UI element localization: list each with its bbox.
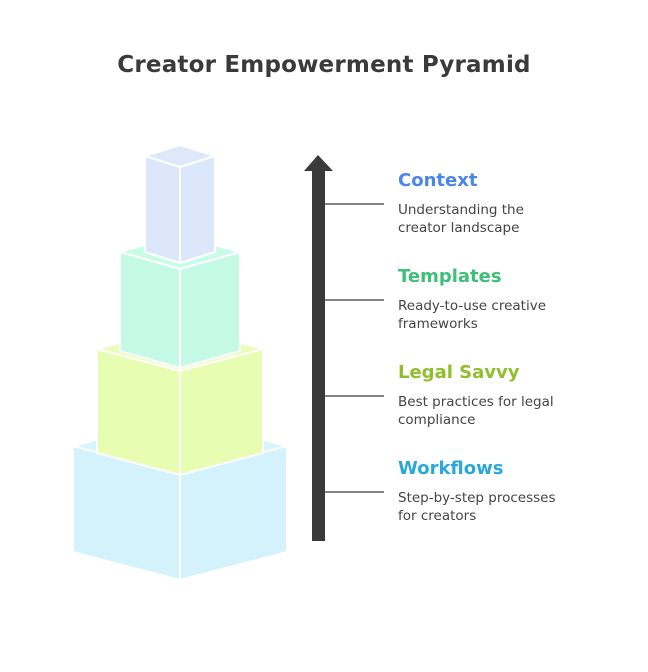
arrow-head-icon xyxy=(304,155,333,171)
block-legal-savvy-left-face xyxy=(96,347,181,477)
block-templates-left-face xyxy=(119,250,181,370)
level-legal-savvy: Legal Savvy Best practices for legal com… xyxy=(398,362,628,429)
diagram-title: Creator Empowerment Pyramid xyxy=(117,52,531,78)
block-templates xyxy=(116,233,244,370)
upward-arrow xyxy=(304,155,333,541)
level-workflows-description: Step-by-step processes for creators xyxy=(398,490,556,524)
block-context-left-face xyxy=(144,154,181,265)
block-context xyxy=(141,143,219,265)
level-templates: Templates Ready-to-use creative framewor… xyxy=(398,266,628,333)
block-templates-right-face xyxy=(179,250,241,370)
level-templates-description: Ready-to-use creative frameworks xyxy=(398,298,546,332)
block-legal-savvy-right-face xyxy=(179,347,264,477)
arrow-shaft xyxy=(312,170,325,541)
level-workflows-title: Workflows xyxy=(398,458,504,479)
level-templates-title: Templates xyxy=(398,266,502,287)
level-legal-savvy-title: Legal Savvy xyxy=(398,362,520,383)
level-context-title: Context xyxy=(398,170,478,191)
level-context-description: Understanding the creator landscape xyxy=(398,202,524,236)
level-legal-savvy-description: Best practices for legal compliance xyxy=(398,394,554,428)
level-workflows: Workflows Step-by-step processes for cre… xyxy=(398,458,628,525)
level-context: Context Understanding the creator landsc… xyxy=(398,170,628,237)
block-context-right-face xyxy=(179,154,216,265)
